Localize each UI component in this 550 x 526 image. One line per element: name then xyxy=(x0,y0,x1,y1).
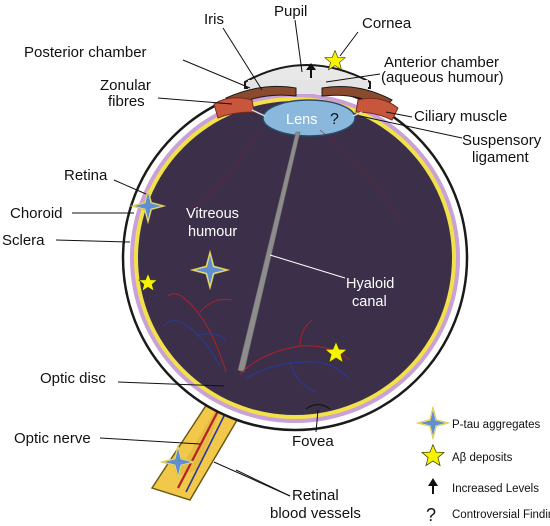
label-pupil: Pupil xyxy=(274,3,307,20)
ciliary-muscle-right xyxy=(355,97,399,121)
label-iris: Iris xyxy=(204,11,224,28)
label-ciliary-muscle: Ciliary muscle xyxy=(414,108,507,125)
label-fovea: Fovea xyxy=(292,433,334,450)
label-cornea: Cornea xyxy=(362,15,412,32)
label-retinal: Retinal xyxy=(292,487,339,504)
label-posterior-chamber: Posterior chamber xyxy=(24,44,147,61)
legend-ptau-label: P-tau aggregates xyxy=(452,419,540,431)
label-humour: humour xyxy=(188,224,237,240)
label-canal: canal xyxy=(352,294,387,310)
legend-controversial-label: Controversial Findings xyxy=(452,509,550,521)
legend-abeta-label: Aβ deposits xyxy=(452,452,513,464)
label-fibres: fibres xyxy=(108,93,145,110)
controversial-marker-lens: ? xyxy=(330,111,339,128)
label-lens: Lens xyxy=(286,112,317,128)
leader-lines xyxy=(55,19,463,497)
label-sclera: Sclera xyxy=(2,232,45,249)
label-optic-nerve: Optic nerve xyxy=(14,430,91,447)
label-suspensory: Suspensory xyxy=(462,132,542,149)
suspensory-ligament-left xyxy=(251,109,266,117)
label-hyaloid: Hyaloid xyxy=(346,276,394,292)
label-blood-vessels: blood vessels xyxy=(270,505,361,522)
label-vitreous: Vitreous xyxy=(186,206,239,222)
vitreous-humour xyxy=(138,101,452,415)
legend-abeta-icon xyxy=(421,444,445,466)
ciliary-muscle-left xyxy=(213,97,255,119)
label-zonular: Zonular xyxy=(100,77,151,94)
label-choroid: Choroid xyxy=(10,205,63,222)
legend-arrow-icon xyxy=(428,478,438,494)
increased-levels-marker xyxy=(306,63,316,78)
suspensory-ligament-right xyxy=(352,111,363,117)
legend-question-icon: ? xyxy=(426,505,436,525)
anterior-segment xyxy=(213,64,399,137)
label-aqueous-humour: (aqueous humour) xyxy=(381,69,504,86)
label-optic-disc: Optic disc xyxy=(40,370,106,387)
legend: P-tau aggregates Aβ deposits Increased L… xyxy=(416,406,550,525)
label-anterior-chamber: Anterior chamber xyxy=(384,54,499,71)
label-ligament: ligament xyxy=(472,149,530,166)
lens xyxy=(262,99,356,137)
legend-ptau-icon xyxy=(416,406,450,440)
hyaloid-canal xyxy=(237,131,301,373)
legend-increased-label: Increased Levels xyxy=(452,483,539,495)
label-retina: Retina xyxy=(64,167,108,184)
eye-globe xyxy=(121,84,469,432)
fovea xyxy=(305,403,331,410)
